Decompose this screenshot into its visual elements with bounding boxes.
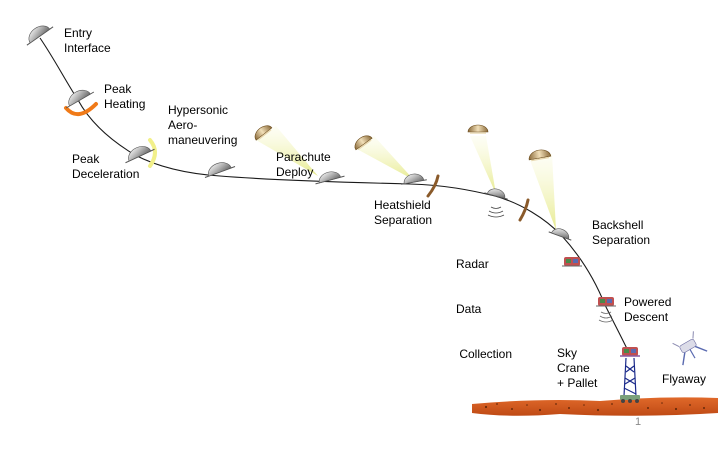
label-line: Deceleration: [72, 167, 140, 181]
trajectory-line: [39, 37, 631, 356]
label-line: Backshell: [592, 218, 644, 232]
label-line: Collection: [456, 347, 513, 361]
label-line: + Pallet: [557, 376, 598, 390]
label-line: Separation: [374, 213, 433, 227]
parachute-cone-icon: [256, 126, 318, 176]
powered-descent-stage-icon: [596, 297, 616, 307]
label-line: Data: [456, 302, 482, 316]
capsule-entry-icon: [26, 25, 54, 46]
label-line: Powered: [624, 295, 672, 309]
label-peak-heating: Peak Heating: [104, 82, 145, 112]
label-line: Parachute: [276, 150, 331, 164]
label-line: Aero-: [168, 118, 198, 132]
label-line: maneuvering: [168, 133, 238, 147]
heatshield-icon: [426, 174, 440, 198]
label-radar-data-collection: Radar Data Collection: [456, 227, 512, 392]
radar-waves-icon: [487, 206, 505, 218]
rover-pallet-icon: [620, 395, 640, 403]
flyaway-stage-icon: [672, 331, 708, 366]
label-entry-interface: Entry Interface: [64, 26, 111, 56]
heat-glow-icon: [64, 102, 98, 116]
label-powered-descent: Powered Descent: [624, 295, 671, 325]
label-line: Peak: [72, 152, 100, 166]
label-line: Crane: [557, 361, 590, 375]
label-line: Entry: [64, 26, 93, 40]
label-heatshield-separation: Heatshield Separation: [374, 198, 432, 228]
parachute-canopy-icon: [254, 125, 273, 141]
surface-rocks: [484, 402, 705, 412]
parachute-canopy-icon: [528, 149, 552, 162]
label-line: Interface: [64, 41, 111, 55]
mars-surface: [472, 397, 718, 416]
label-line: Separation: [592, 233, 651, 247]
capsule-parachute-deploy-icon: [315, 171, 345, 185]
heatshield-icon: [518, 198, 530, 222]
label-line: Peak: [104, 82, 132, 96]
label-parachute-deploy: Parachute Deploy: [276, 150, 331, 180]
sky-crane-icon: [620, 347, 640, 357]
label-sky-crane-pallet: Sky Crane + Pallet: [557, 346, 597, 391]
parachute-canopy-icon: [467, 124, 489, 134]
label-line: Descent: [624, 310, 669, 324]
capsule-peak-deceleration-icon: [125, 146, 155, 164]
label-line: Heatshield: [374, 198, 431, 212]
label-flyaway: Flyaway: [662, 372, 706, 387]
parachute-cone-icon: [470, 136, 496, 194]
sky-crane-tether-icon: [623, 357, 637, 397]
capsule-peak-heating-icon: [65, 89, 95, 109]
label-line: Deploy: [276, 165, 314, 179]
label-line: Sky: [557, 346, 578, 360]
thruster-plume-icon: [598, 311, 614, 323]
capsule-backshell-icon: [548, 228, 572, 241]
label-peak-deceleration: Peak Deceleration: [72, 152, 139, 182]
parachute-cone-icon: [530, 154, 556, 230]
capsule-heatshield-separation-icon: [401, 173, 427, 185]
label-line: Radar: [456, 257, 489, 271]
label-line: Heating: [104, 97, 146, 111]
label-line: Hypersonic: [168, 103, 229, 117]
capsule-radar-icon: [484, 188, 508, 200]
deceleration-glow-icon: [148, 138, 157, 168]
descent-stage-icon: [562, 257, 582, 267]
page-number: 1: [635, 416, 642, 428]
label-backshell-separation: Backshell Separation: [592, 218, 650, 248]
parachute-canopy-icon: [354, 135, 373, 151]
capsule-hypersonic-icon: [204, 162, 236, 178]
parachute-cone-icon: [355, 136, 414, 180]
label-hypersonic-aero-maneuvering: Hypersonic Aero- maneuvering: [168, 103, 237, 148]
label-line: Flyaway: [662, 372, 707, 386]
